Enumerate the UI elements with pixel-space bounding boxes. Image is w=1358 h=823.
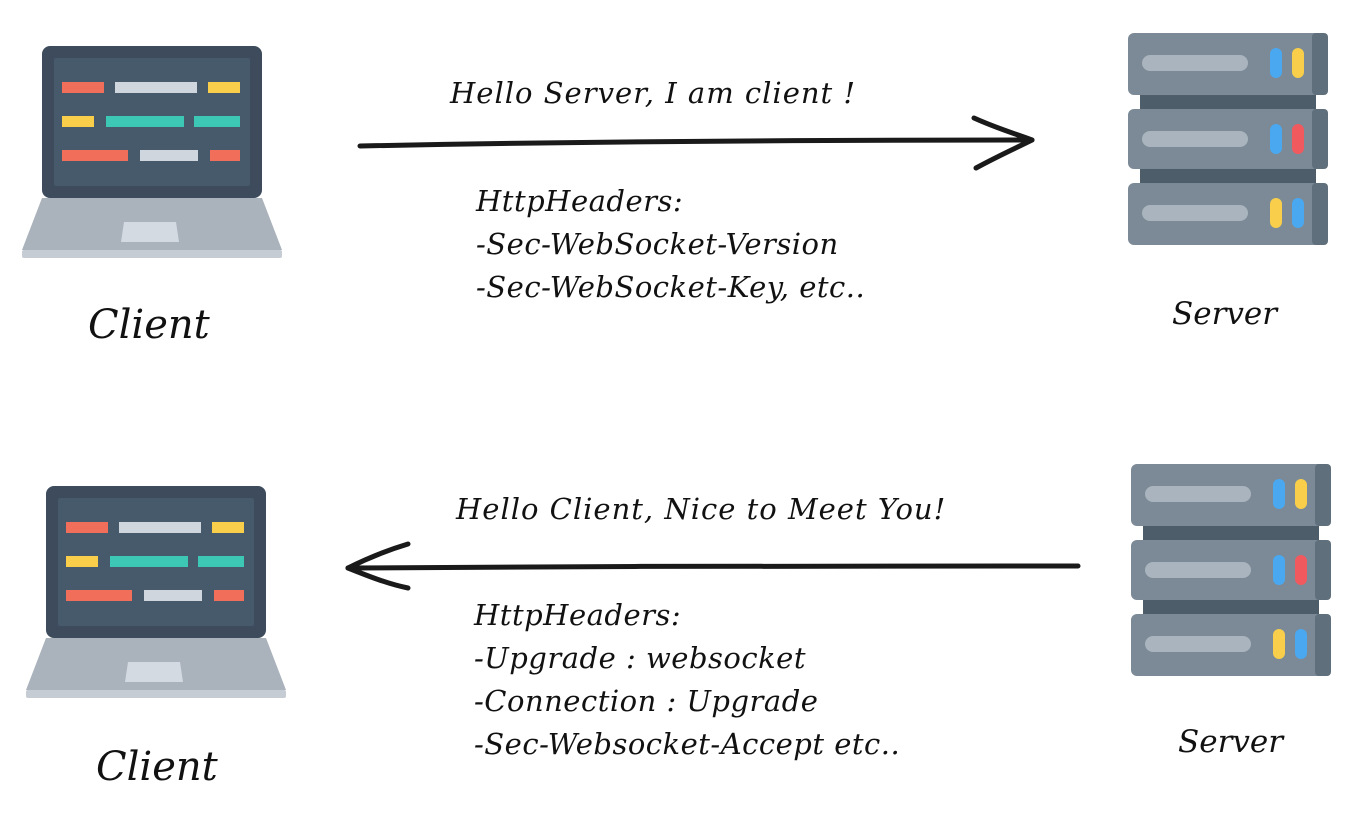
client-label-bottom: Client [96,744,218,790]
response-header-connection: -Connection : Upgrade [474,684,819,718]
laptop-icon [26,486,286,698]
response-message: Hello Client, Nice to Meet You! [456,492,947,526]
server-rack-top [1126,31,1330,247]
request-headers: HttpHeaders: -Sec-WebSocket-Version -Sec… [476,180,865,309]
server-label-bottom: Server [1178,724,1284,760]
server-label-top: Server [1172,296,1278,332]
request-arrow [356,112,1046,178]
server-rack-bottom [1129,462,1333,678]
response-header-accept: -Sec-Websocket-Accept etc.. [474,727,901,761]
client-laptop-top [20,46,284,260]
server-rack-icon [1128,33,1328,245]
server-rack-icon [1131,464,1331,676]
response-arrow [340,536,1086,600]
response-header-upgrade: -Upgrade : websocket [474,641,806,675]
request-header-key: -Sec-WebSocket-Key, etc.. [476,270,866,304]
client-laptop-bottom [24,486,288,700]
laptop-icon [22,46,282,258]
request-header-version: -Sec-WebSocket-Version [476,227,839,261]
client-label-top: Client [88,302,210,348]
request-message: Hello Server, I am client ! [450,76,857,110]
response-headers: HttpHeaders: -Upgrade : websocket -Conne… [474,594,900,766]
request-headers-title: HttpHeaders: [476,184,684,218]
response-headers-title: HttpHeaders: [474,598,682,632]
